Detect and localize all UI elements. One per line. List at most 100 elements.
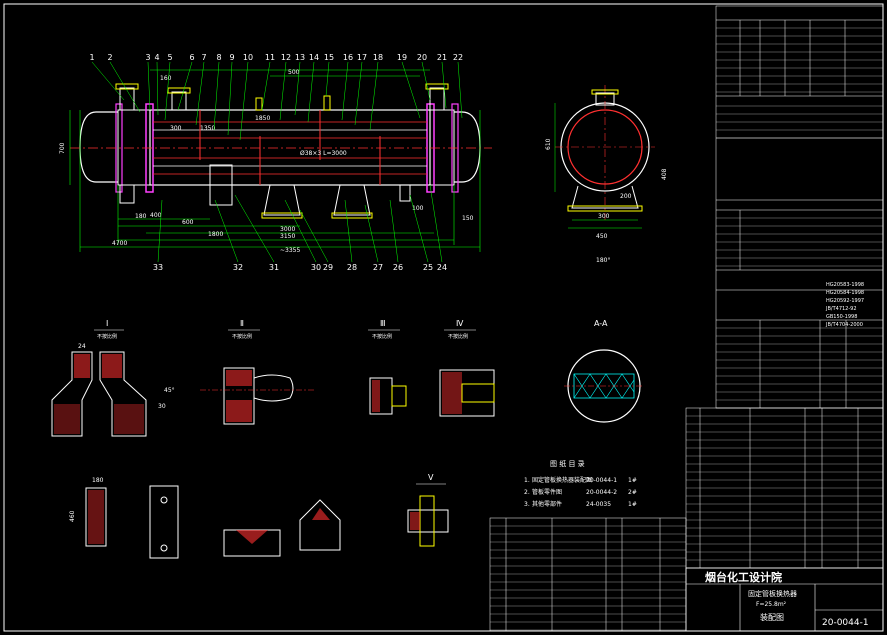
end-saddle: [571, 185, 639, 209]
weld-detail-2-fill: [312, 508, 330, 520]
section-AA-bundle: [573, 373, 635, 399]
nozzle-top-right: [429, 87, 445, 111]
balloon-number: 6: [189, 53, 194, 62]
row-dwg: 24-0035: [586, 501, 611, 508]
balloon-number: 30: [311, 263, 321, 272]
saddle-left: [263, 184, 301, 216]
dim-span-600: 600: [182, 219, 194, 226]
balloon-number: 15: [324, 53, 334, 62]
end-angle-180: 180°: [596, 257, 610, 264]
balloon-number: 25: [423, 263, 433, 272]
nozzle-top-left: [119, 87, 135, 111]
detail-dim-180: 180: [92, 477, 104, 484]
detail-I-hatch: [114, 404, 144, 434]
detail-I-dim-30: 30: [158, 403, 166, 410]
balloon-number: 21: [437, 53, 447, 62]
balloon-number: 3: [145, 53, 150, 62]
balloon-number: 2: [107, 53, 112, 62]
dim-span-300: 300: [170, 125, 182, 132]
left-head: [79, 111, 118, 183]
balloon-number: 12: [281, 53, 291, 62]
detail-III-hatch: [372, 380, 380, 412]
row-dwg: 20-0044-2: [586, 489, 617, 496]
nozzle-bottom-right: [399, 184, 411, 202]
vent-nozzle: [323, 95, 331, 111]
dim-span-1350: 1350: [200, 125, 215, 132]
detail-I-dim-24: 24: [78, 343, 86, 350]
vent-nozzle-2: [255, 97, 263, 111]
end-dim-300: 300: [598, 213, 610, 220]
detail-II-hatch: [226, 370, 252, 386]
detail-dim-460: 460: [69, 510, 76, 522]
saddle-left-base: [261, 212, 303, 219]
detail-I-body-2: [99, 351, 147, 437]
end-dim-408: 408: [661, 168, 668, 180]
spec-table-rows: [716, 27, 883, 409]
row-name: 管板零件图: [532, 488, 562, 496]
end-dim-610: 610: [545, 138, 552, 150]
nozzle-bottom-shell: [209, 164, 233, 206]
end-dim-200: 200: [620, 193, 632, 200]
balloon-number: 9: [229, 53, 234, 62]
row-size: 1#: [628, 501, 637, 508]
dim-span-400: 400: [150, 212, 162, 219]
detail-I-angle: 45°: [164, 387, 175, 394]
detail-IV-hatch: [442, 372, 462, 414]
company-name: 烟台化工设计院: [705, 570, 782, 584]
detail-plate-1: [85, 487, 107, 547]
technical-tables: [715, 5, 884, 409]
section-AA-label: A-A: [594, 319, 608, 328]
row-number: 1.: [524, 477, 530, 484]
balloon-number: 29: [323, 263, 333, 272]
title-block: 烟台化工设计院 固定管板换热器 F=25.8m² 装配图 20-0044-1: [685, 567, 884, 632]
dim-total-length: 4700: [112, 240, 127, 247]
balloon-number: 22: [453, 53, 463, 62]
balloon-number: 16: [343, 53, 353, 62]
row-number: 3.: [524, 501, 530, 508]
balloon-number: 13: [295, 53, 305, 62]
balloon-number: 19: [397, 53, 407, 62]
detail-V-body: [407, 509, 449, 533]
balloon-number: 5: [167, 53, 172, 62]
dimension-lines: [69, 69, 481, 252]
balloon-number: 24: [437, 263, 447, 272]
detail-III-bolt: [391, 385, 407, 407]
detail-plate-1-hatch: [88, 490, 104, 544]
balloon-number: 20: [417, 53, 427, 62]
detail-I-label: Ⅰ: [106, 319, 108, 328]
detail-I-hatch: [54, 404, 80, 434]
equipment-name: 固定管板换热器: [748, 589, 797, 598]
detail-II-plate: [223, 367, 255, 425]
row-number: 2.: [524, 489, 530, 496]
row-size: 1#: [628, 477, 637, 484]
drawing-list-row: 2.管板零件图 20-0044-2 2#: [524, 488, 637, 496]
standard-code: HG20592-1997: [826, 298, 864, 304]
balloon-number: 32: [233, 263, 243, 272]
row-size: 2#: [628, 489, 637, 496]
standard-code: HG20583-1998: [826, 282, 864, 288]
nozzle-top-right-flange: [425, 83, 449, 90]
dim-dist-160: 160: [160, 75, 172, 82]
detail-II-hatch: [226, 400, 252, 422]
end-top-nozzle: [595, 92, 615, 106]
dim-length-b: ~3355: [280, 247, 300, 254]
balloon-number: 28: [347, 263, 357, 272]
detail-IV-bolt: [461, 383, 495, 403]
row-name: 固定管板换热器装配图: [532, 476, 592, 484]
dim-side-700: 700: [59, 142, 66, 154]
standard-code: HG20584-1998: [826, 290, 864, 296]
balloon-number: 17: [357, 53, 367, 62]
dim-span-500: 500: [288, 69, 300, 76]
balloon-number: 31: [269, 263, 279, 272]
end-top-nozzle-flange: [591, 89, 619, 95]
detail-V-label: Ⅴ: [428, 473, 434, 482]
left-channel: [117, 109, 151, 186]
drawing-number: 20-0044-1: [822, 618, 869, 628]
tube-spec-label: Ø38×3 L=3000: [300, 150, 347, 157]
saddle-right: [333, 184, 371, 216]
dim-span-1850: 1850: [255, 115, 270, 122]
dim-dist-100: 100: [412, 205, 424, 212]
